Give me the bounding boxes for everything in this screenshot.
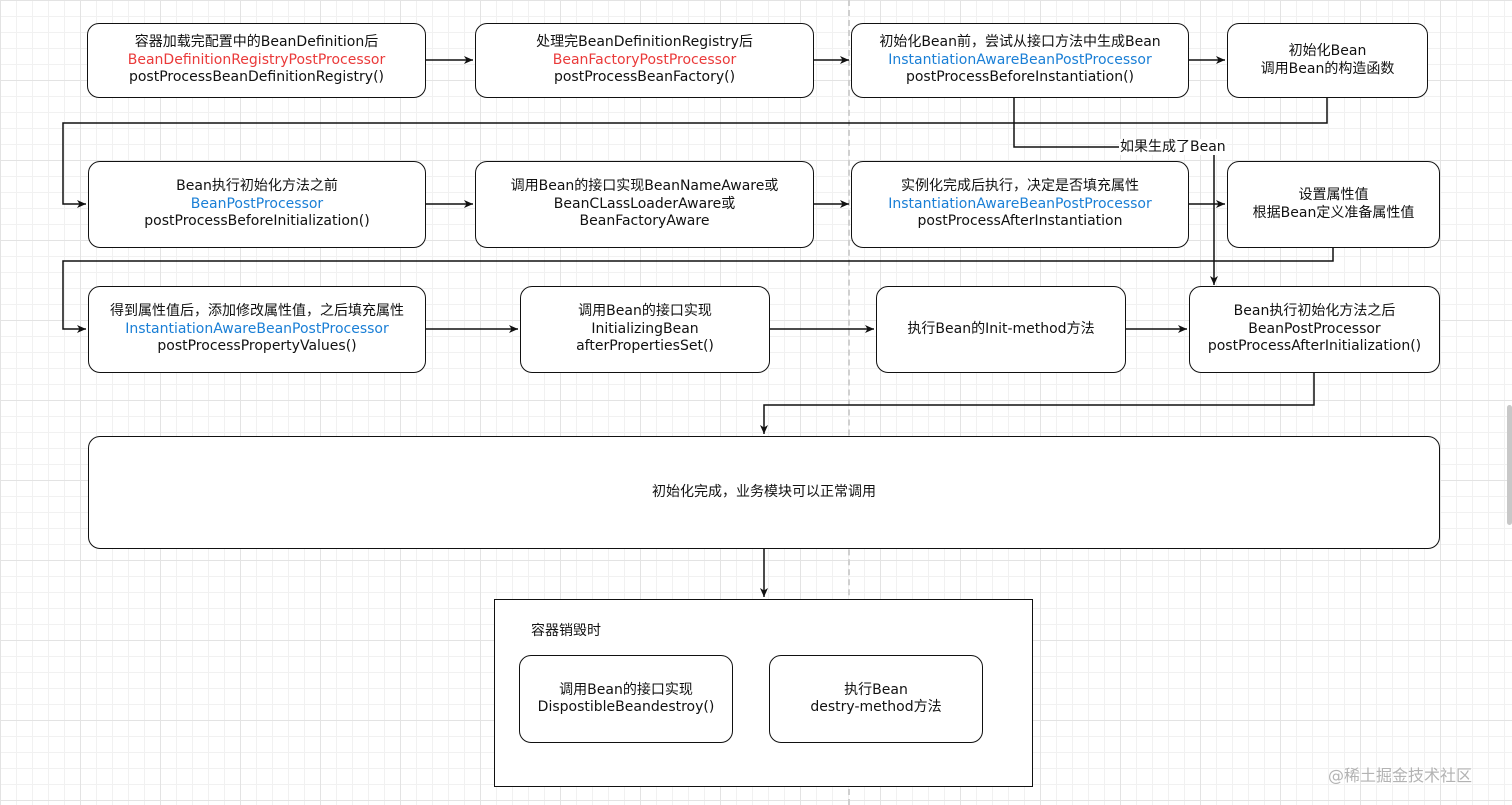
- node-text-line: Bean执行初始化方法之前: [176, 178, 338, 195]
- node-text-line: 执行Bean: [844, 681, 908, 698]
- node-text-line: InitializingBean: [591, 320, 699, 337]
- watermark: @稀土掘金技术社区: [1328, 766, 1473, 785]
- node-initialization-complete[interactable]: 初始化完成，业务模块可以正常调用: [88, 436, 1440, 549]
- node-text-line: postProcessPropertyValues(): [157, 338, 357, 355]
- node-init-method[interactable]: 执行Bean的Init-method方法: [876, 286, 1126, 373]
- node-text-line: BeanDefinitionRegistryPostProcessor: [127, 51, 386, 68]
- node-text-line: BeanPostProcessor: [1248, 320, 1381, 337]
- node-text-line: InstantiationAwareBeanPostProcessor: [888, 51, 1152, 68]
- node-text-line: DispostibleBeandestroy(): [537, 699, 715, 715]
- node-text-line: postProcessBeanFactory(): [553, 69, 736, 86]
- node-text-line: 处理完BeanDefinitionRegistry后: [536, 34, 753, 51]
- node-text-line: 得到属性值后，添加修改属性值，之后填充属性: [110, 303, 404, 320]
- group-title: 容器销毁时: [531, 623, 601, 639]
- edge-n12-n13: [760, 373, 1315, 434]
- node-text-line: InstantiationAwareBeanPostProcessor: [125, 320, 389, 337]
- node-text-line: BeanCLassLoaderAware或: [553, 195, 736, 212]
- node-text-line: postProcessAfterInitialization(): [1207, 338, 1422, 355]
- node-text-line: 设置属性值: [1298, 187, 1369, 203]
- node-text-line: afterPropertiesSet(): [576, 338, 714, 355]
- node-text-line: 实例化完成后执行，决定是否填充属性: [901, 178, 1139, 195]
- node-text-line: postProcessBeanDefinitionRegistry(): [128, 69, 385, 86]
- node-text-line: BeanPostProcessor: [190, 195, 324, 212]
- node-text-line: postProcessBeforeInitialization(): [144, 213, 370, 230]
- node-text-line: 调用Bean的接口实现BeanNameAware或: [510, 178, 779, 195]
- node-text-line: 根据Bean定义准备属性值: [1252, 204, 1415, 221]
- node-text-line: Bean执行初始化方法之后: [1233, 303, 1396, 320]
- node-text-line: BeanFactoryAware: [579, 213, 710, 230]
- node-text-line: 初始化Bean: [1288, 43, 1367, 59]
- edge-label-bean-generated: 如果生成了Bean: [1119, 139, 1227, 155]
- node-text-line: postProcessBeforeInstantiation(): [905, 69, 1135, 86]
- node-text-line: BeanFactoryPostProcessor: [552, 51, 737, 68]
- node-text-line: 调用Bean的接口实现: [559, 681, 693, 698]
- node-text-line: 容器加载完配置中的BeanDefinition后: [134, 34, 379, 51]
- node-text-line: 初始化Bean前，尝试从接口方法中生成Bean: [879, 34, 1161, 51]
- node-text-line: InstantiationAwareBeanPostProcessor: [888, 195, 1152, 212]
- node-text-line: destry-method方法: [810, 699, 942, 715]
- node-text-line: postProcessAfterInstantiation: [917, 213, 1123, 230]
- node-set-property-values[interactable]: 设置属性值根据Bean定义准备属性值: [1227, 161, 1440, 248]
- node-text-line: 初始化完成，业务模块可以正常调用: [652, 483, 876, 500]
- node-text-line: 执行Bean的Init-method方法: [907, 320, 1095, 337]
- node-text-line: 调用Bean的接口实现: [578, 303, 712, 320]
- node-text-line: 调用Bean的构造函数: [1260, 60, 1395, 77]
- vertical-scrollbar[interactable]: [1507, 405, 1512, 525]
